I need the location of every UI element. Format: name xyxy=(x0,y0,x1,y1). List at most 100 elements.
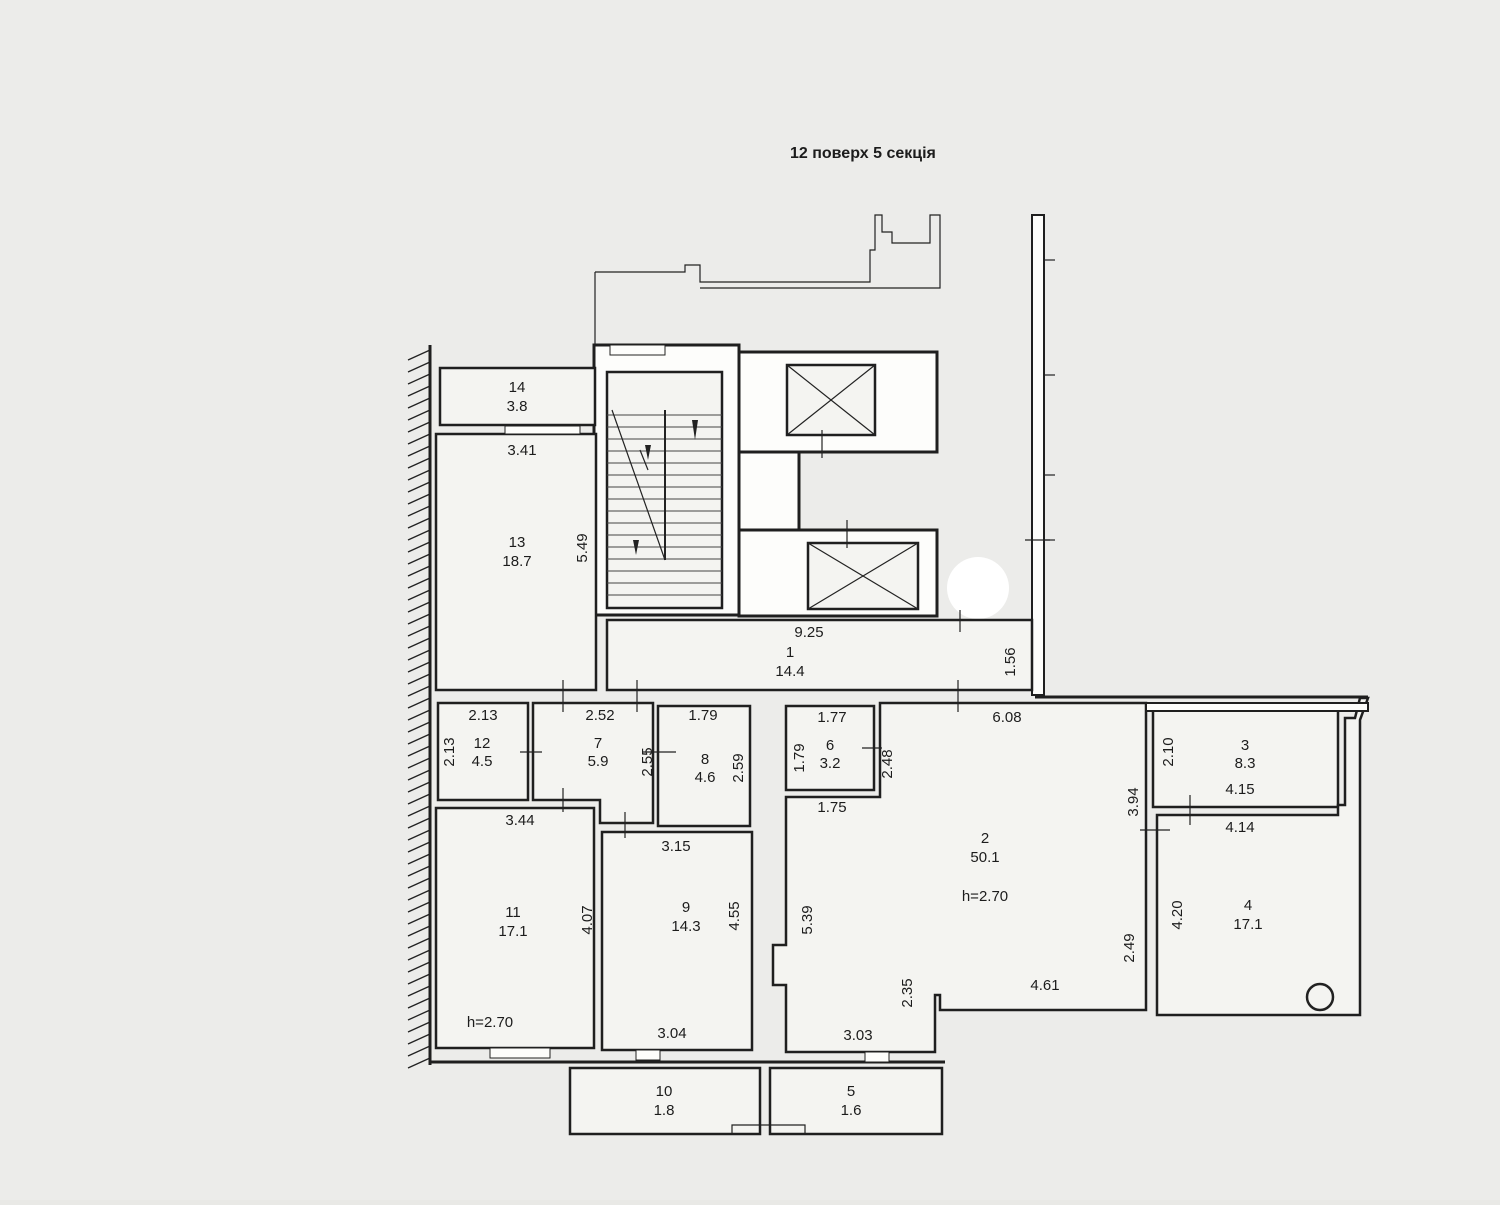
hatch-line xyxy=(407,805,431,817)
hatch-line xyxy=(407,973,431,985)
hatch-line xyxy=(407,1021,431,1033)
redaction-circle xyxy=(947,557,1009,619)
hatch-line xyxy=(407,841,431,853)
hatch-line xyxy=(407,769,431,781)
room-13-area: 18.7 xyxy=(502,553,531,570)
hatch-line xyxy=(407,853,431,865)
stair-up-arrow-icon xyxy=(692,420,698,440)
room-14-area: 3.8 xyxy=(507,398,528,415)
dim-4-20: 4.20 xyxy=(1169,900,1186,929)
room-2-height: h=2.70 xyxy=(962,888,1008,905)
hatch-line xyxy=(407,577,431,589)
hatch-line xyxy=(407,793,431,805)
dim-1-79-v: 1.79 xyxy=(791,743,808,772)
room-7-number: 7 xyxy=(594,735,602,752)
hatch-line xyxy=(407,529,431,541)
room-6-number: 6 xyxy=(826,737,834,754)
hatch-line xyxy=(407,493,431,505)
dim-6-08: 6.08 xyxy=(992,709,1021,726)
hatch-line xyxy=(407,697,431,709)
drain-icon xyxy=(1305,982,1335,1012)
core-wall xyxy=(737,450,801,532)
dim-5-39: 5.39 xyxy=(799,905,816,934)
hatch-line xyxy=(407,1033,431,1045)
dim-2-59: 2.59 xyxy=(730,753,747,782)
dim-2-49: 2.49 xyxy=(1121,933,1138,962)
hatch-line xyxy=(407,433,431,445)
dim-3-41: 3.41 xyxy=(507,442,536,459)
room-11-height: h=2.70 xyxy=(467,1014,513,1031)
room-10-area: 1.8 xyxy=(654,1102,675,1119)
hatch-line xyxy=(407,757,431,769)
room-4-number: 4 xyxy=(1244,897,1252,914)
hatch-line xyxy=(407,625,431,637)
dim-1-75: 1.75 xyxy=(817,799,846,816)
hatch-line xyxy=(407,613,431,625)
hatch-line xyxy=(407,829,431,841)
room-1-number: 1 xyxy=(786,644,794,661)
hatch-line xyxy=(407,949,431,961)
dim-2-13-v: 2.13 xyxy=(441,737,458,766)
dim-3-15: 3.15 xyxy=(661,838,690,855)
room-5-area: 1.6 xyxy=(841,1102,862,1119)
hatch-line xyxy=(407,649,431,661)
hatch-line xyxy=(407,421,431,433)
door-marks xyxy=(520,430,1191,838)
room-4-area: 17.1 xyxy=(1233,916,1262,933)
hatch-line xyxy=(407,1057,431,1069)
hatch-line xyxy=(407,889,431,901)
dim-4-14: 4.14 xyxy=(1225,819,1254,836)
room-2 xyxy=(771,701,1148,1054)
room-8-area: 4.6 xyxy=(695,769,716,786)
dim-4-15: 4.15 xyxy=(1225,781,1254,798)
hatch-line xyxy=(407,985,431,997)
hatch-line xyxy=(407,685,431,697)
dim-1-79-h: 1.79 xyxy=(688,707,717,724)
room-6 xyxy=(784,704,876,792)
hatch-line xyxy=(407,781,431,793)
stair-window xyxy=(609,344,666,356)
dim-2-10: 2.10 xyxy=(1160,737,1177,766)
dim-3-44: 3.44 xyxy=(505,812,534,829)
dim-1-56: 1.56 xyxy=(1002,647,1019,676)
room-10-balcony xyxy=(568,1066,762,1136)
room-13-number: 13 xyxy=(509,534,526,551)
dim-9-25: 9.25 xyxy=(794,624,823,641)
hatch-line xyxy=(407,637,431,649)
room-14-number: 14 xyxy=(509,379,526,396)
hatch-line xyxy=(407,913,431,925)
room-6-area: 3.2 xyxy=(820,755,841,772)
window-room-13 xyxy=(504,425,581,435)
hatch-line xyxy=(407,505,431,517)
dim-2-35: 2.35 xyxy=(899,978,916,1007)
dim-3-04: 3.04 xyxy=(657,1025,686,1042)
room-10-number: 10 xyxy=(656,1083,673,1100)
hatch-line xyxy=(407,457,431,469)
hatch-line xyxy=(407,385,431,397)
room-11-area: 17.1 xyxy=(498,923,527,940)
dim-4-07: 4.07 xyxy=(579,905,596,934)
hatch-line xyxy=(407,445,431,457)
room-12 xyxy=(436,701,530,802)
room-3-top-wall xyxy=(1145,702,1369,712)
room-2-number: 2 xyxy=(981,830,989,847)
dim-2-13-h: 2.13 xyxy=(468,707,497,724)
room-1 xyxy=(605,618,1034,692)
dim-5-49: 5.49 xyxy=(574,533,591,562)
hatch-line xyxy=(407,733,431,745)
dim-4-61: 4.61 xyxy=(1030,977,1059,994)
window-room-9 xyxy=(635,1049,661,1061)
hatch-line xyxy=(407,565,431,577)
room-9-area: 14.3 xyxy=(671,918,700,935)
dim-3-03: 3.03 xyxy=(843,1027,872,1044)
room-1-area: 14.4 xyxy=(775,663,804,680)
room-5-balcony xyxy=(768,1066,944,1136)
dim-2-55: 2.55 xyxy=(639,747,656,776)
hatch-line xyxy=(407,481,431,493)
hatch-line xyxy=(407,469,431,481)
hatch-line xyxy=(407,673,431,685)
room-11-number: 11 xyxy=(505,904,521,921)
hatch-line xyxy=(407,349,431,361)
east-wall-strip xyxy=(1031,214,1045,696)
hatch-line xyxy=(407,1045,431,1057)
